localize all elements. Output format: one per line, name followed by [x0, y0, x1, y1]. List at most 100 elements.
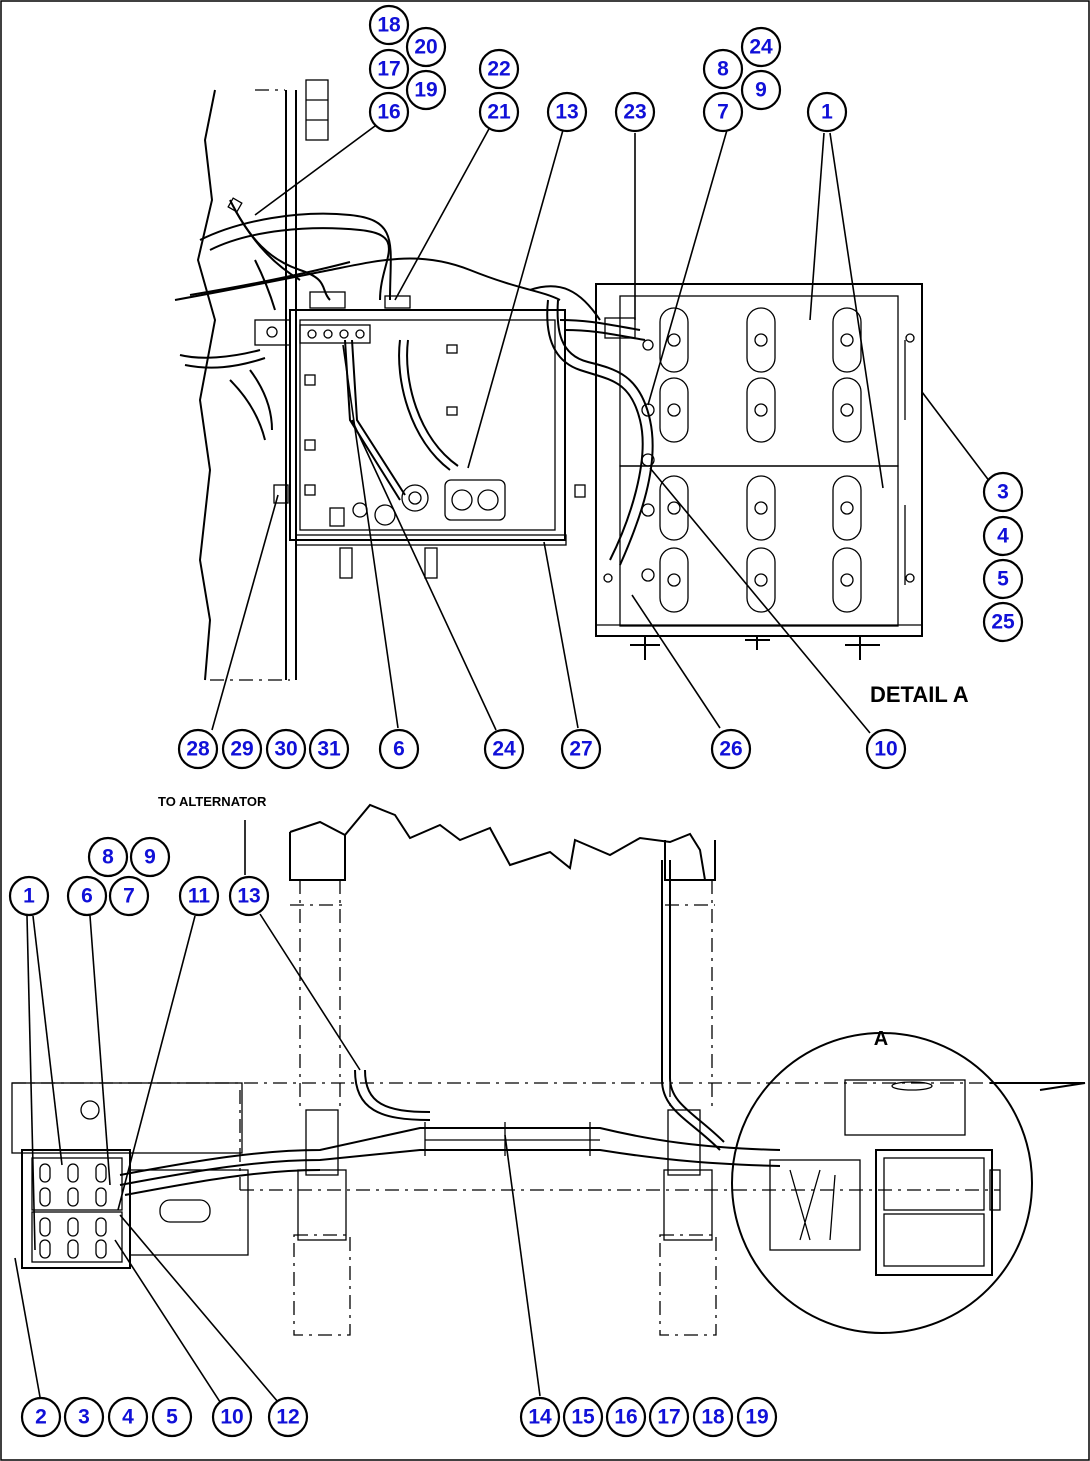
- svg-text:30: 30: [274, 738, 297, 761]
- mount-clamp: [254, 319, 291, 346]
- svg-text:1: 1: [23, 885, 35, 908]
- to-alternator-label: TO ALTERNATOR: [158, 794, 267, 809]
- callout-19: 19: [405, 69, 447, 111]
- callout-10: 10: [865, 728, 907, 770]
- callout-28: 28: [177, 728, 219, 770]
- callout-5-lower: 5: [151, 1396, 193, 1438]
- battery-box: [595, 283, 923, 637]
- breaker: [401, 484, 429, 512]
- detail-a-leaders: [211, 125, 991, 734]
- svg-text:9: 9: [755, 79, 767, 102]
- left-control-box: [129, 1169, 249, 1256]
- callout-16: 16: [368, 91, 410, 133]
- callout-10-lower: 10: [211, 1396, 253, 1438]
- detail-marker-a: A: [874, 1028, 888, 1050]
- callout-13: 13: [546, 91, 588, 133]
- svg-text:16: 16: [377, 101, 400, 124]
- callout-8-lower: 8: [87, 836, 129, 878]
- frame-break-line: [196, 89, 217, 681]
- svg-text:22: 22: [487, 58, 510, 81]
- callout-27: 27: [560, 728, 602, 770]
- callout-22: 22: [478, 48, 520, 90]
- svg-text:6: 6: [81, 885, 93, 908]
- svg-text:18: 18: [377, 14, 401, 37]
- svg-text:11: 11: [188, 885, 211, 908]
- svg-text:19: 19: [414, 79, 437, 102]
- callout-bubbles: 18 20 17 19 16 22 21 13 23 24 8 9 7 1 3 …: [8, 4, 1024, 1438]
- callout-21: 21: [478, 91, 520, 133]
- callout-7-lower: 7: [108, 875, 150, 917]
- svg-text:7: 7: [717, 101, 729, 124]
- callout-14-lower: 14: [519, 1396, 561, 1438]
- callout-31: 31: [308, 728, 350, 770]
- svg-text:3: 3: [78, 1406, 90, 1429]
- callout-25: 25: [982, 601, 1024, 643]
- main-harness: [119, 1127, 781, 1176]
- callout-13-lower: 13: [228, 875, 270, 917]
- svg-text:25: 25: [991, 611, 1015, 634]
- svg-text:5: 5: [997, 568, 1009, 591]
- svg-text:28: 28: [186, 738, 210, 761]
- right-control-box: [769, 1159, 861, 1251]
- svg-text:31: 31: [317, 738, 341, 761]
- callout-6-lower: 6: [66, 875, 108, 917]
- svg-text:20: 20: [414, 36, 437, 59]
- callout-12-lower: 12: [267, 1396, 309, 1438]
- callout-4: 4: [982, 515, 1024, 557]
- engine-outline: [289, 803, 706, 881]
- svg-text:13: 13: [555, 101, 578, 124]
- callout-26: 26: [710, 728, 752, 770]
- right-battery-box: [875, 1149, 993, 1276]
- callout-18-lower: 18: [692, 1396, 734, 1438]
- svg-text:10: 10: [874, 738, 897, 761]
- svg-text:4: 4: [122, 1406, 134, 1429]
- control-box: [289, 309, 566, 541]
- mount-bracket: [273, 484, 289, 504]
- battery-cells: [659, 307, 862, 613]
- battery-lower: [619, 465, 899, 627]
- callout-1: 1: [806, 91, 848, 133]
- control-box-inner: [299, 319, 556, 531]
- callout-24-lower: 24: [483, 728, 525, 770]
- svg-text:26: 26: [719, 738, 742, 761]
- svg-text:21: 21: [487, 101, 511, 124]
- detail-a-circle: [731, 1032, 1033, 1334]
- callout-3: 3: [982, 471, 1024, 513]
- svg-text:15: 15: [571, 1406, 595, 1429]
- svg-text:6: 6: [393, 738, 405, 761]
- svg-text:17: 17: [377, 58, 400, 81]
- callout-7: 7: [702, 91, 744, 133]
- svg-text:14: 14: [528, 1406, 552, 1429]
- svg-text:3: 3: [997, 481, 1009, 504]
- callout-6: 6: [378, 728, 420, 770]
- lower-view-drawing: TO ALTERNATOR: [11, 794, 1086, 1336]
- svg-text:8: 8: [102, 846, 114, 869]
- svg-text:4: 4: [997, 525, 1009, 548]
- callout-8: 8: [702, 48, 744, 90]
- svg-text:8: 8: [717, 58, 729, 81]
- callout-20: 20: [405, 26, 447, 68]
- svg-text:7: 7: [123, 885, 135, 908]
- svg-text:27: 27: [569, 738, 592, 761]
- svg-text:9: 9: [144, 846, 156, 869]
- callout-23: 23: [614, 91, 656, 133]
- svg-text:17: 17: [657, 1406, 680, 1429]
- callout-18: 18: [368, 4, 410, 46]
- svg-text:5: 5: [166, 1406, 178, 1429]
- detail-a-label: DETAIL A: [870, 682, 969, 707]
- callout-19-lower: 19: [736, 1396, 778, 1438]
- control-box-base: [295, 534, 567, 546]
- detail-a-drawing: DETAIL A: [174, 79, 969, 707]
- svg-text:10: 10: [220, 1406, 243, 1429]
- svg-text:2: 2: [35, 1406, 47, 1429]
- callout-4-lower: 4: [107, 1396, 149, 1438]
- callout-30: 30: [265, 728, 307, 770]
- svg-text:24: 24: [749, 36, 773, 59]
- callout-17-lower: 17: [648, 1396, 690, 1438]
- callout-1-lower: 1: [8, 875, 50, 917]
- callout-9: 9: [740, 69, 782, 111]
- svg-text:1: 1: [821, 101, 833, 124]
- callout-15-lower: 15: [562, 1396, 604, 1438]
